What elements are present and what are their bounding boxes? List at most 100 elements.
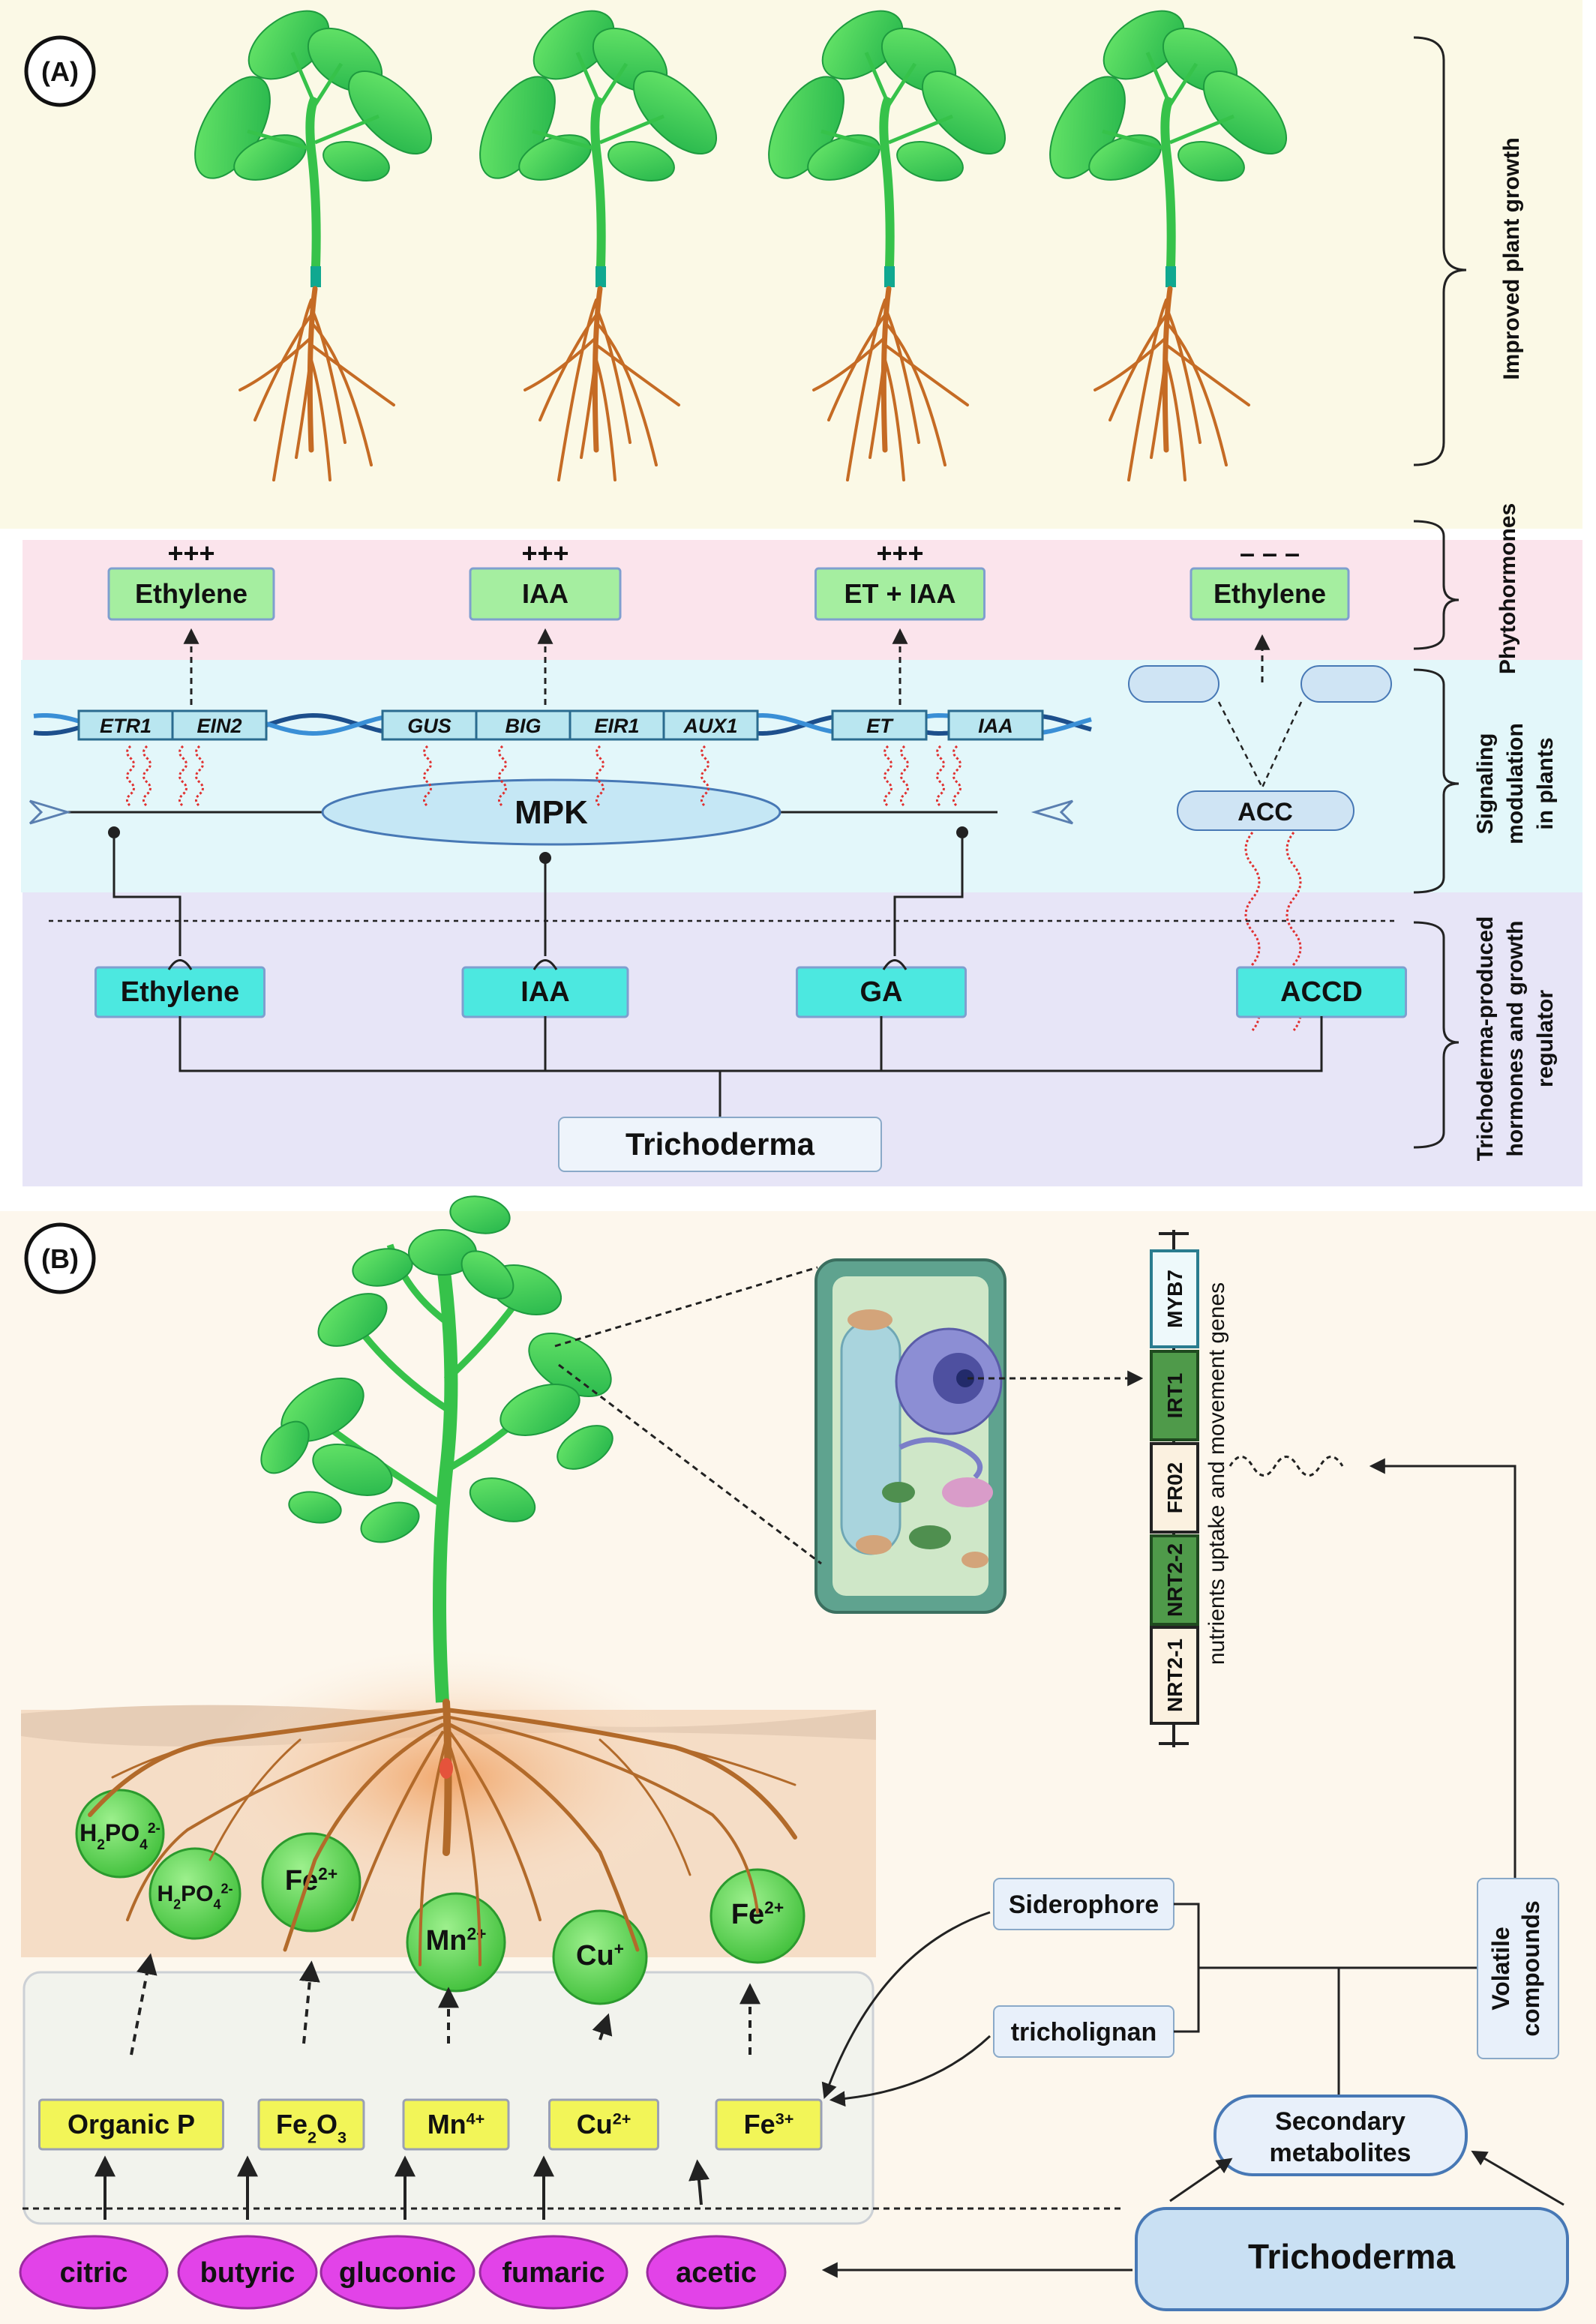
- gene-box: [171, 709, 268, 741]
- phytohormone-box: [107, 567, 275, 621]
- regulator-label: IAA: [520, 976, 569, 1008]
- ion-circle: [710, 1868, 806, 1964]
- label-signaling-3: in plants: [1533, 737, 1558, 829]
- mpk-ellipse: [321, 778, 782, 846]
- phytohormone-label: Ethylene: [135, 578, 248, 609]
- nutrient-gene-box: [1150, 1249, 1199, 1348]
- label-tricho-2: hormones and growth: [1503, 921, 1528, 1157]
- regulator-label: ACCD: [1280, 976, 1363, 1008]
- mineral-box: [38, 2098, 224, 2151]
- volatile-squiggle: [1228, 1456, 1344, 1477]
- acid-label: gluconic: [339, 2257, 456, 2289]
- mineral-label: Cu2+​: [577, 2109, 632, 2140]
- seedlings: [194, 10, 1288, 481]
- ion-circle: [552, 1909, 648, 2005]
- mineral-box: [257, 2098, 365, 2151]
- gene-label: EIR1: [594, 715, 639, 737]
- gene-label: ET: [866, 715, 894, 737]
- bracket-labels: Improved plant growth Phytohormones Sign…: [1473, 137, 1558, 1161]
- ion-label: Mn2+​: [426, 1924, 487, 1957]
- phytohormone-sign: +++: [521, 538, 568, 568]
- trichoderma-b-box: [1135, 2207, 1569, 2311]
- regulator-label: GA: [860, 976, 903, 1008]
- right-connectors: [1174, 1458, 1516, 2096]
- acid-label: butyric: [200, 2257, 296, 2289]
- acid-label: citric: [60, 2257, 128, 2289]
- nutrient-gene-box: [1150, 1350, 1199, 1441]
- nutrient-gene-label: NRT2-1: [1163, 1639, 1186, 1712]
- regulator-label: Ethylene: [121, 976, 239, 1008]
- label-phytohormones: Phytohormones: [1496, 503, 1520, 674]
- gene-box: [381, 709, 478, 741]
- phytohormone-label: Ethylene: [1214, 578, 1326, 609]
- gene-row: ETR1 EIN2 GUS BIG EIR1 AUX1 ET IAA: [77, 709, 1044, 741]
- right-arrowhead: [1030, 799, 1074, 825]
- secondary-metabolites-box: [1214, 2095, 1468, 2176]
- gene-label: GUS: [407, 715, 452, 737]
- plant-cell: [814, 1258, 1006, 1614]
- gene-label: AUX1: [682, 715, 737, 737]
- panel-b-label-circle: [24, 1222, 96, 1294]
- trichoderma-a-label: Trichoderma: [626, 1126, 815, 1162]
- genes-caption: nutrients uptake and movement genes: [1204, 1282, 1229, 1665]
- gene-box: [568, 709, 665, 741]
- nutrient-gene-label: FR02: [1163, 1462, 1186, 1513]
- zoom-line-1: [554, 1266, 818, 1348]
- ion-circle: [261, 1832, 362, 1933]
- nutrient-gene-box: [1150, 1534, 1199, 1626]
- mineral-label: Fe3+​: [744, 2109, 794, 2140]
- mineral-box: [402, 2098, 510, 2151]
- siderophore-arrow: [821, 1911, 991, 2099]
- acc-box: [1177, 790, 1354, 831]
- mineral-arrow: [592, 2013, 613, 2041]
- volatile-label-2: compounds: [1517, 1900, 1544, 2036]
- tricholignan-arrow: [829, 2035, 992, 2107]
- ion-label: Cu+​: [576, 1939, 624, 1972]
- seedling: [1049, 10, 1288, 481]
- acc-label: ACC: [1238, 798, 1293, 826]
- label-tricho-3: regulator: [1533, 990, 1558, 1087]
- phytohormone-label: ET + IAA: [844, 578, 956, 609]
- label-signaling-2: modulation: [1503, 723, 1528, 844]
- label-signaling-1: Signaling: [1473, 733, 1498, 835]
- phytohormone-box: [1190, 567, 1350, 621]
- gene-label: ETR1: [100, 715, 152, 737]
- gene-label: IAA: [978, 715, 1013, 737]
- root-system: [88, 1699, 797, 1966]
- phytohormone-box: [814, 567, 986, 621]
- ion-circle: [148, 1847, 242, 1940]
- acid-ellipse: [478, 2235, 628, 2310]
- trichoderma-a-box: [558, 1117, 882, 1172]
- label-improved-growth: Improved plant growth: [1499, 137, 1524, 379]
- mineral-arrow: [130, 1953, 158, 2056]
- phytohormone-box: [469, 567, 622, 621]
- panel-b-label: (B): [41, 1243, 79, 1274]
- mineral-box: [548, 2098, 659, 2151]
- acid-label: fumaric: [502, 2257, 604, 2289]
- regulator-tree: [178, 1016, 1323, 1117]
- phytohormone-sign: +++: [167, 538, 214, 568]
- acid-arrow: [688, 2159, 710, 2206]
- acc-receptor-right: [1300, 665, 1392, 703]
- trichoderma-b-label: Trichoderma: [1248, 2237, 1456, 2276]
- nutrient-gene-label: NRT2-2: [1163, 1543, 1186, 1617]
- zoom-line-2: [558, 1363, 822, 1565]
- mineral-box: [715, 2098, 823, 2151]
- acid-label: acetic: [676, 2257, 757, 2289]
- gene-label: BIG: [505, 715, 541, 737]
- gene-box: [947, 709, 1044, 741]
- ion-group: H2​PO4​2-​H2​PO4​2-​Fe2+​Mn2+​Cu+​Fe2+​: [75, 1789, 806, 2005]
- mpk-label: MPK: [514, 794, 588, 831]
- acid-ellipse: [320, 2235, 476, 2310]
- gene-box: [831, 709, 928, 741]
- panel-a-label: (A): [41, 56, 79, 87]
- tomato-plant: [260, 1195, 614, 1703]
- seedling: [194, 10, 433, 481]
- gene-label: EIN2: [196, 715, 242, 737]
- tricholignan-label: tricholignan: [1011, 2018, 1157, 2047]
- mineral-label: Fe2​O3​: [276, 2109, 346, 2147]
- ion-label: H2​PO4​2-​: [157, 1882, 232, 1912]
